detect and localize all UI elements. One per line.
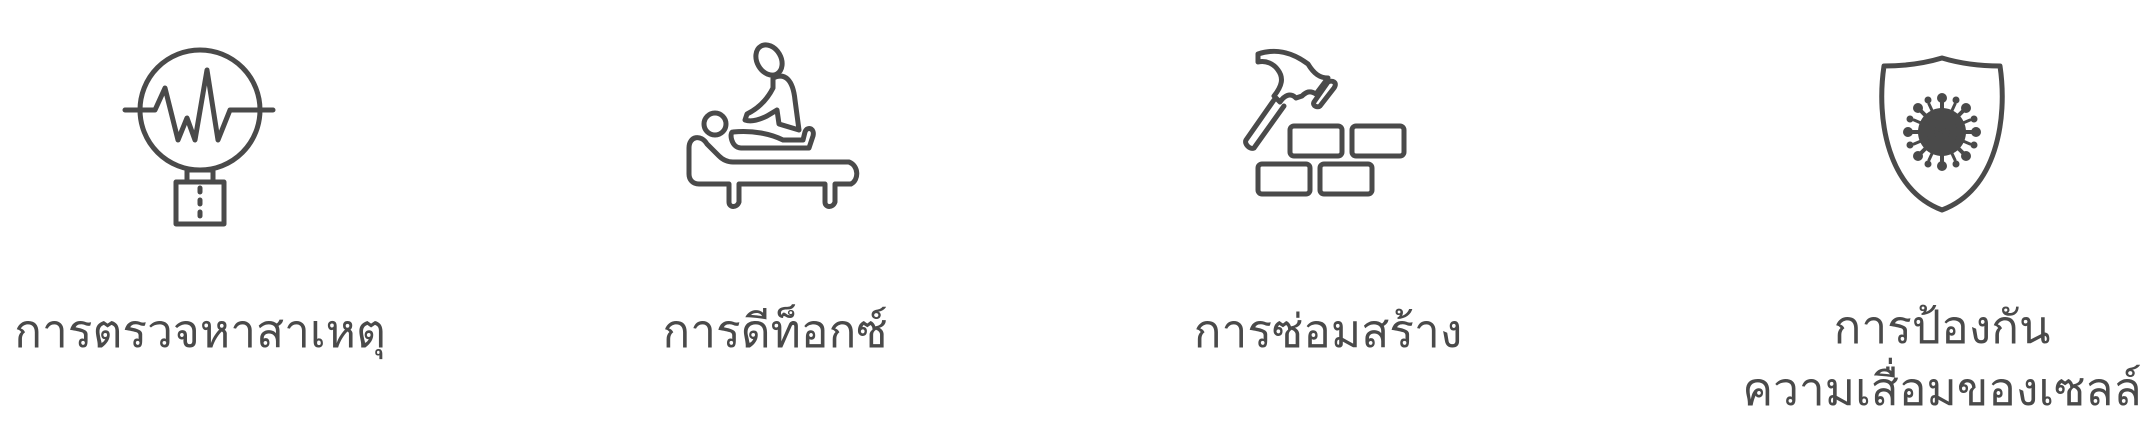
feature-detox: การดีท็อกซ์ (515, 0, 1035, 446)
shield-virus-icon (1842, 40, 2042, 240)
hammer-bricks-icon (1228, 40, 1428, 240)
feature-label: การดีท็อกซ์ (662, 304, 888, 358)
feature-label: การป้องกัน ความเสื่อมของเซลล์ (1682, 296, 2154, 420)
feature-label: การตรวจหาสาเหตุ (14, 304, 386, 358)
feature-label-line2: ความเสื่อมของเซลล์ (1742, 362, 2142, 416)
feature-prevention: การป้องกัน ความเสื่อมของเซลล์ (1682, 0, 2154, 446)
feature-diagnosis: การตรวจหาสาเหตุ (0, 0, 460, 446)
circuit-probe-icon (100, 40, 300, 240)
feature-label-line1: การป้องกัน (1833, 300, 2051, 354)
massage-therapy-icon (675, 40, 875, 240)
feature-repair: การซ่อมสร้าง (1068, 0, 1588, 446)
feature-label: การซ่อมสร้าง (1193, 304, 1463, 358)
